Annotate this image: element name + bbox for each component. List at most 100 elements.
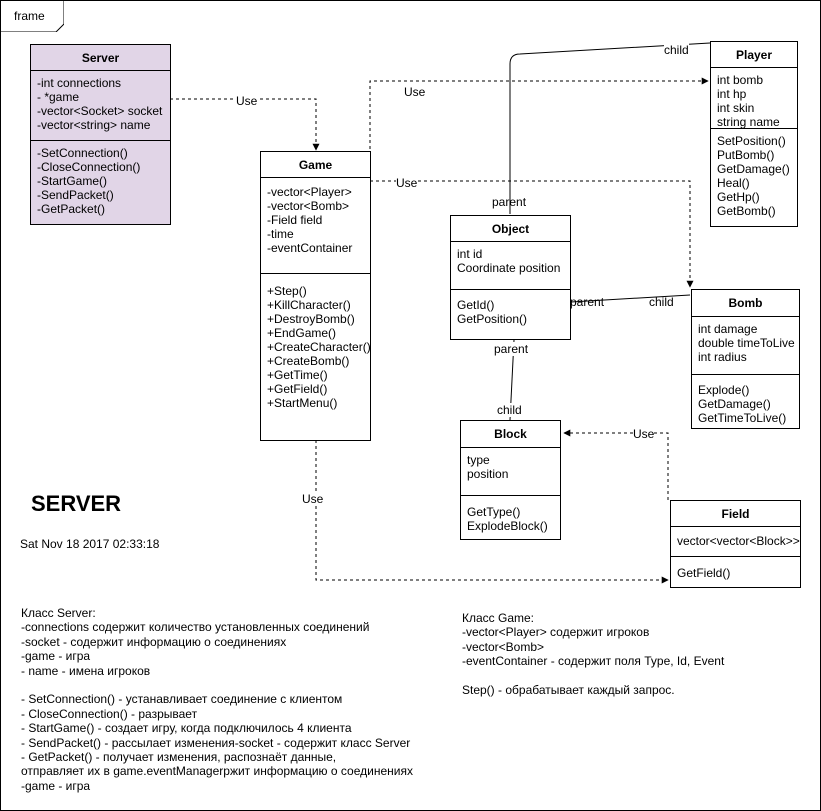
timestamp: Sat Nov 18 2017 02:33:18 xyxy=(20,537,160,551)
edge-server-game-use xyxy=(170,98,320,151)
class-object-methods: GetId() GetPosition() xyxy=(451,290,570,331)
game-method: +CreateCharacter() xyxy=(267,340,370,354)
player-field: string name xyxy=(717,115,780,129)
edge-label-player-child: child xyxy=(664,43,689,57)
edge-label-field-block-use: Use xyxy=(633,427,655,441)
server-method: -CloseConnection() xyxy=(37,160,141,174)
edge-label-player-parent: parent xyxy=(492,195,527,209)
field-field: vector<vector<Block>> xyxy=(677,534,800,548)
player-method: PutBomb() xyxy=(717,148,775,162)
bomb-field: int damage xyxy=(698,322,758,336)
edge-label-block-parent: parent xyxy=(494,342,529,356)
player-method: GetHp() xyxy=(717,190,760,204)
game-method: +StartMenu() xyxy=(267,396,338,410)
class-block-methods: GetType() ExplodeBlock() xyxy=(461,496,560,538)
game-method: +KillCharacter() xyxy=(267,298,351,312)
class-game-fields: -vector<Player> -vector<Bomb> -Field fie… xyxy=(261,178,370,274)
class-object[interactable]: Object int id Coordinate position GetId(… xyxy=(450,215,571,340)
edge-game-bomb-use xyxy=(370,180,694,288)
edge-label-block-child: child xyxy=(497,403,522,417)
edge-object-player-inheritance xyxy=(509,42,711,214)
class-server[interactable]: Server -int connections - *game -vector<… xyxy=(30,44,171,225)
block-method: GetType() xyxy=(467,505,521,519)
game-field: -vector<Bomb> xyxy=(267,199,350,213)
class-object-fields: int id Coordinate position xyxy=(451,242,570,290)
class-server-fields: -int connections - *game -vector<Socket>… xyxy=(31,71,170,141)
bomb-field: int radius xyxy=(698,350,747,364)
game-method: +DestroyBomb() xyxy=(267,312,355,326)
bomb-method: GetDamage() xyxy=(698,397,771,411)
class-bomb[interactable]: Bomb int damage double timeToLive int ra… xyxy=(691,289,800,429)
bomb-method: Explode() xyxy=(698,383,750,397)
game-field: -time xyxy=(267,227,294,241)
game-method: +EndGame() xyxy=(267,326,337,340)
class-server-title: Server xyxy=(31,45,170,71)
player-field: int skin xyxy=(717,101,755,115)
class-player[interactable]: Player int bomb int hp int skin string n… xyxy=(710,41,798,227)
player-field: int bomb xyxy=(717,73,764,87)
edge-label-game-bomb-use: Use xyxy=(396,176,418,190)
diagram-heading: SERVER xyxy=(31,491,122,516)
edge-game-player-use xyxy=(369,77,709,155)
class-field-methods: GetField() xyxy=(671,557,800,585)
notes-server: Класс Server: -connections содержит коли… xyxy=(21,606,413,793)
edge-field-block-use xyxy=(563,429,669,500)
player-field: int hp xyxy=(717,87,747,101)
server-field: - *game xyxy=(37,90,80,104)
server-field: -vector<string> name xyxy=(37,118,151,132)
player-method: GetBomb() xyxy=(717,204,776,218)
frame-label: frame xyxy=(14,9,45,23)
class-object-title: Object xyxy=(451,216,570,242)
game-method: +GetField() xyxy=(267,382,328,396)
server-method: -StartGame() xyxy=(37,174,108,188)
bomb-field: double timeToLive xyxy=(698,336,795,350)
object-field: Coordinate position xyxy=(457,261,561,275)
bomb-method: GetTimeToLive() xyxy=(698,411,787,425)
class-block-title: Block xyxy=(461,421,560,448)
server-method: -SendPacket() xyxy=(37,188,114,202)
server-field: -int connections xyxy=(37,76,122,90)
edge-label-server-player-use: Use xyxy=(404,85,426,99)
class-bomb-fields: int damage double timeToLive int radius xyxy=(692,317,799,375)
player-method: GetDamage() xyxy=(717,162,790,176)
player-method: Heal() xyxy=(717,176,750,190)
server-field: -vector<Socket> socket xyxy=(37,104,163,118)
class-server-methods: -SetConnection() -CloseConnection() -Sta… xyxy=(31,141,170,221)
server-method: -GetPacket() xyxy=(37,202,106,216)
class-field-title: Field xyxy=(671,501,800,527)
frame-tab xyxy=(0,0,64,32)
block-field: position xyxy=(467,467,509,481)
class-player-title: Player xyxy=(711,42,797,68)
class-player-methods: SetPosition() PutBomb() GetDamage() Heal… xyxy=(711,129,797,223)
class-game-methods: +Step() +KillCharacter() +DestroyBomb() … xyxy=(261,274,370,415)
game-method: +CreateBomb() xyxy=(267,354,350,368)
class-block-fields: type position xyxy=(461,448,560,496)
field-method: GetField() xyxy=(677,566,731,580)
game-method: +Step() xyxy=(267,284,307,298)
game-field: -vector<Player> xyxy=(267,185,352,199)
block-field: type xyxy=(467,453,490,467)
edge-label-server-game-use: Use xyxy=(236,94,258,108)
game-field: -eventContainer xyxy=(267,241,353,255)
edge-label-bomb-child: child xyxy=(649,295,674,309)
edge-label-bomb-parent: parent xyxy=(570,295,605,309)
edge-label-game-field-use: Use xyxy=(302,492,324,506)
class-bomb-title: Bomb xyxy=(692,290,799,317)
object-field: int id xyxy=(457,247,483,261)
class-bomb-methods: Explode() GetDamage() GetTimeToLive() xyxy=(692,375,799,430)
class-game[interactable]: Game -vector<Player> -vector<Bomb> -Fiel… xyxy=(260,151,371,441)
edge-game-field-use xyxy=(315,440,669,584)
block-method: ExplodeBlock() xyxy=(467,519,548,533)
notes-game: Класс Game: -vector<Player> содержит игр… xyxy=(462,611,725,698)
class-player-fields: int bomb int hp int skin string name xyxy=(711,68,797,129)
game-field: -Field field xyxy=(267,213,323,227)
class-field[interactable]: Field vector<vector<Block>> GetField() xyxy=(670,500,801,588)
server-method: -SetConnection() xyxy=(37,146,128,160)
game-method: +GetTime() xyxy=(267,368,328,382)
player-method: SetPosition() xyxy=(717,134,786,148)
class-block[interactable]: Block type position GetType() ExplodeBlo… xyxy=(460,420,561,540)
object-method: GetId() xyxy=(457,298,495,312)
class-field-fields: vector<vector<Block>> xyxy=(671,527,800,557)
